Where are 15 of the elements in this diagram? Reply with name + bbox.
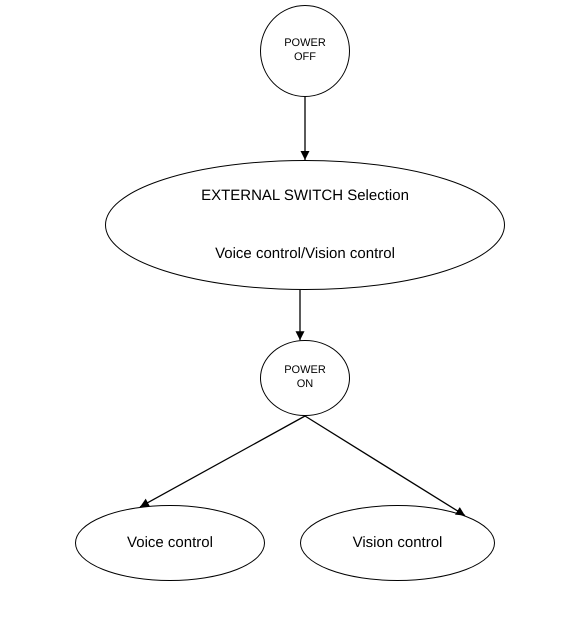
ellipse-node <box>260 5 350 97</box>
ellipse-node <box>75 505 265 581</box>
arrow <box>300 97 310 160</box>
node-label: Voice control <box>127 532 213 553</box>
arrow <box>140 415 306 508</box>
node-label: EXTERNAL SWITCH Selection <box>201 186 409 206</box>
ellipse-node <box>105 160 505 290</box>
arrow <box>304 415 466 516</box>
arrow <box>296 290 304 340</box>
ellipse-node <box>300 505 495 581</box>
node-label: Vision control <box>352 532 442 553</box>
ellipse-node <box>260 340 350 416</box>
node-label: POWER OFF <box>283 37 327 65</box>
node-label: Voice control/Vision control <box>215 244 395 264</box>
node-label: POWER ON <box>283 364 327 392</box>
